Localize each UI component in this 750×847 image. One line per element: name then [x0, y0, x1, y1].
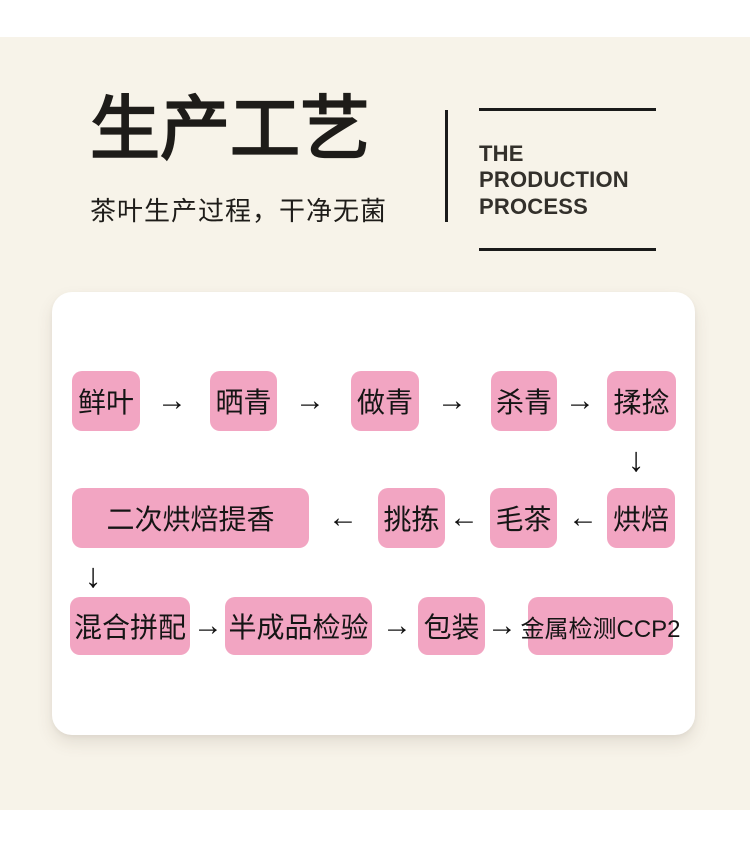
- vertical-divider: [445, 110, 448, 222]
- arrow-right-icon: →: [295, 384, 325, 417]
- flow-step-blending: 混合拼配: [70, 597, 190, 655]
- flow-step-fixation: 杀青: [491, 371, 557, 431]
- flow-step-sun-withering: 晒青: [210, 371, 277, 431]
- english-title: THE PRODUCTION PROCESS: [479, 141, 629, 219]
- flow-step-baking: 烘焙: [607, 488, 675, 548]
- arrow-right-icon: →: [382, 609, 412, 642]
- flow-step-rolling: 揉捻: [607, 371, 676, 431]
- flow-step-packaging: 包装: [418, 597, 485, 655]
- arrow-right-icon: →: [565, 384, 595, 417]
- arrow-right-icon: →: [157, 384, 187, 417]
- english-title-block: THE PRODUCTION PROCESS: [479, 108, 656, 252]
- arrow-left-icon: ←: [449, 501, 479, 534]
- arrow-right-icon: →: [487, 609, 517, 642]
- flow-step-second-baking: 二次烘焙提香: [72, 488, 309, 548]
- arrow-right-icon: →: [437, 384, 467, 417]
- arrow-left-icon: ←: [568, 501, 598, 534]
- flow-step-raw-tea: 毛茶: [490, 488, 557, 548]
- flow-step-metal-detection: 金属检测CCP2: [520, 597, 681, 655]
- flow-step-fresh-leaves: 鲜叶: [72, 371, 140, 431]
- arrow-right-icon: →: [193, 609, 223, 642]
- flowchart-card: 鲜叶 → 晒青 → 做青 → 杀青 → 揉捻 ↓ 二次烘焙提香 ← 挑拣 ← 毛…: [52, 292, 695, 735]
- flow-step-green-making: 做青: [351, 371, 419, 431]
- arrow-down-icon: ↓: [627, 440, 645, 479]
- page-subtitle: 茶叶生产过程，干净无菌: [90, 196, 388, 226]
- arrow-left-icon: ←: [328, 501, 358, 534]
- arrow-down-icon: ↓: [84, 556, 102, 595]
- flow-step-semi-product-inspection: 半成品检验: [225, 597, 372, 655]
- flow-step-sorting: 挑拣: [378, 488, 445, 548]
- page-title: 生产工艺: [90, 90, 370, 168]
